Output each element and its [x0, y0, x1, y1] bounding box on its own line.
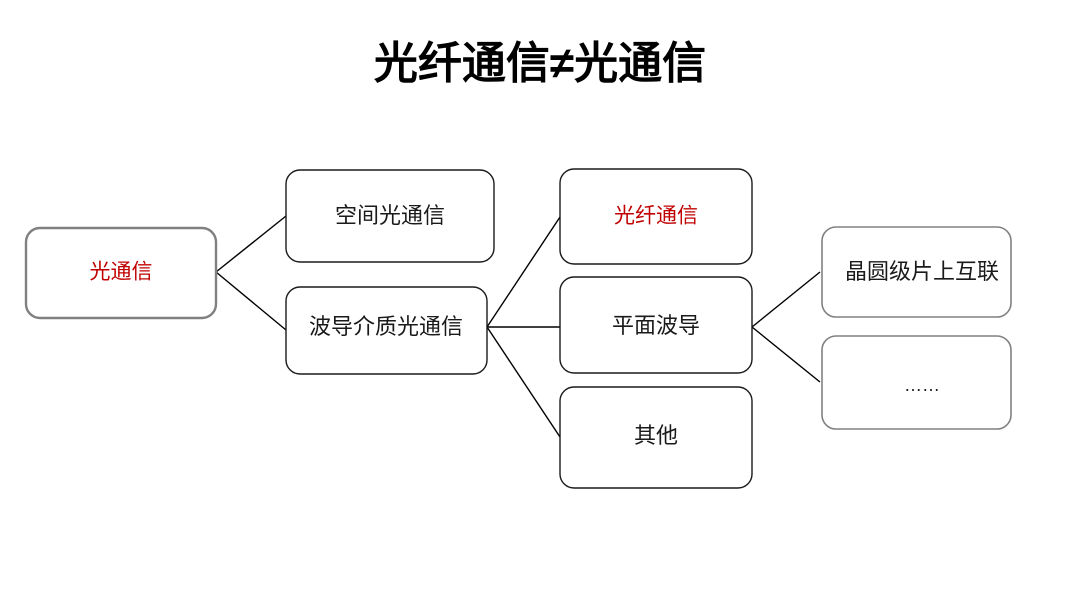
node-box-n3a[interactable]: [559, 168, 753, 265]
node-box-n3c[interactable]: [559, 386, 753, 489]
node-pingmian-bodao[interactable]: 平面波导: [559, 276, 753, 374]
node-ellipsis[interactable]: ……: [821, 335, 1012, 430]
node-box-n2b[interactable]: [285, 286, 488, 375]
node-box-n3b[interactable]: [559, 276, 753, 374]
connector-group-l3-l4: [751, 271, 821, 383]
node-label-n1: 光通信: [90, 261, 153, 284]
connector-n1-n2a: [215, 215, 287, 273]
connector-group-l1-l2: [215, 215, 287, 331]
node-label-n2b: 波导介质光通信: [309, 314, 463, 339]
node-label-n2a: 空间光通信: [335, 203, 445, 228]
node-label-n4b: ……: [904, 375, 940, 395]
connector-n3b-n4a: [751, 271, 821, 328]
node-box-n1[interactable]: [24, 226, 218, 320]
connector-n2b-n3c: [486, 326, 561, 438]
node-label-n3b: 平面波导: [612, 313, 700, 338]
node-label-n4a: 晶圆级片上互联: [845, 259, 999, 284]
node-guangtongxin[interactable]: 光通信: [24, 226, 218, 320]
node-guangxian-tongxin[interactable]: 光纤通信: [559, 168, 753, 265]
connector-n3b-n4b: [751, 326, 821, 383]
node-kongjian-guangtongxin[interactable]: 空间光通信: [285, 169, 495, 263]
node-label-n3a: 光纤通信: [614, 205, 698, 228]
connector-group-l2-l3: [486, 216, 561, 438]
node-qita[interactable]: 其他: [559, 386, 753, 489]
node-box-n4a[interactable]: [821, 226, 1012, 318]
node-box-n4b[interactable]: [821, 335, 1012, 430]
connector-n2b-n3a: [486, 216, 561, 328]
node-label-n3c: 其他: [634, 423, 678, 448]
node-boda-jiezhi-guangtongxin[interactable]: 波导介质光通信: [285, 286, 488, 375]
node-jingyuanji-pianshang-hulian[interactable]: 晶圆级片上互联: [821, 226, 1012, 318]
connector-n1-n2b: [215, 271, 287, 331]
page-title: 光纤通信≠光通信: [373, 39, 707, 88]
node-box-n2a[interactable]: [285, 169, 495, 263]
